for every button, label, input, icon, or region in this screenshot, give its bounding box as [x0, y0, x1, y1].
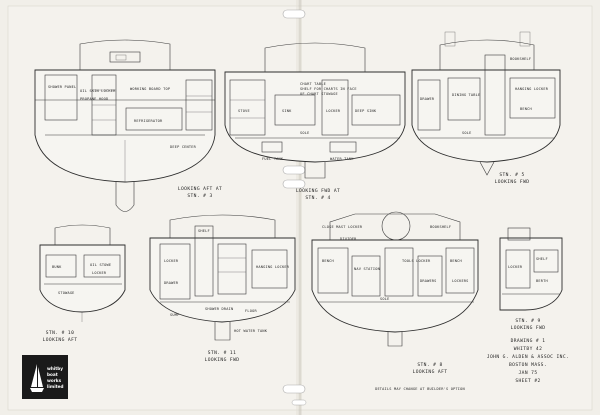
label-refrigerator: REFRIGERATOR — [134, 119, 163, 123]
label-locker-bm: LOCKER — [164, 259, 179, 263]
section-top-right: BOOKSHELF HANGING LOCKER DRAWER DINING T… — [411, 31, 561, 185]
title-date: JAN 75 — [519, 370, 538, 376]
label-hanging-locker: HANGING LOCKER — [515, 87, 549, 91]
label-shower-drain: SHOWER DRAIN — [205, 307, 233, 311]
label-close-mast-locker: CLOSE MAST LOCKER — [322, 225, 363, 229]
title-model: WHITBY 42 — [514, 346, 543, 352]
label-chart-table: CHART TABLE — [300, 82, 326, 86]
label-bunk: BUNK — [52, 265, 62, 269]
label-tools-locker: TOOLS LOCKER — [402, 259, 431, 263]
title-drawing-number: DRAWING # 1 — [511, 338, 546, 344]
logo-line-2: boat — [47, 372, 58, 377]
label-drawers: DRAWERS — [420, 279, 437, 283]
caption-far-right-2: LOOKING FWD — [511, 325, 546, 331]
title-location: BOSTON MASS. — [509, 362, 547, 368]
label-drawer: DRAWER — [420, 97, 435, 101]
label-propane-hood: PROPANE HOOD — [80, 97, 108, 101]
caption-bottom-right-1: STN. # 8 — [417, 362, 442, 368]
label-sump: SUMP — [170, 313, 179, 317]
caption-top-left-1: LOOKING AFT AT — [178, 186, 222, 192]
title-sheet: SHEET #2 — [515, 378, 540, 384]
label-lockers-br: LOCKERS — [452, 279, 469, 283]
section-far-right: SHELF LOCKER BERTH STN. # 9 LOOKING FWD — [499, 227, 563, 331]
label-bench-br-2: BENCH — [450, 259, 462, 263]
label-shelf-bm: SHELF — [198, 229, 210, 233]
label-floor: FLOOR — [245, 309, 257, 313]
section-bottom-left: OIL STOWE BUNK LOCKER STOWAGE STN. # 10 … — [39, 224, 126, 343]
label-hanging-locker-bm: HANGING LOCKER — [256, 265, 290, 269]
label-shelf-fr: SHELF — [536, 257, 548, 261]
logo-line-4: limited — [47, 384, 64, 389]
label-oil-skin-locker: OIL SKIN LOCKER — [80, 89, 116, 93]
section-bottom-mid: SHELF LOCKER HANGING LOCKER DRAWER SHOWE… — [149, 214, 296, 363]
caption-top-right-1: STN. # 5 — [499, 172, 524, 178]
caption-bottom-right-2: LOOKING AFT — [413, 369, 448, 375]
label-berth-fr: BERTH — [536, 279, 548, 283]
caption-bottom-mid-1: STN. # 11 — [208, 350, 237, 356]
label-sole: SOLE — [300, 131, 309, 135]
label-drawer-bm: DRAWER — [164, 281, 179, 285]
sailboat-icon — [30, 364, 44, 392]
label-oil-stowe: OIL STOWE — [90, 263, 111, 267]
caption-far-right-1: STN. # 9 — [515, 318, 540, 324]
footnote-details: DETAILS MAY CHANGE AT BUILDER'S OPTION — [375, 387, 465, 391]
label-bookshelf-br: BOOKSHELF — [430, 225, 451, 229]
label-water-tank: WATER TANK — [330, 157, 354, 161]
label-chart-stowage: OF CHART STOWAGE — [300, 92, 338, 96]
section-top-mid: CHART TABLE SHELF FOR CHARTS IN FACE OF … — [224, 42, 406, 201]
section-top-left: SHOWER PANEL OIL SKIN LOCKER PROPANE HOO… — [34, 39, 222, 212]
label-stove: STOVE — [238, 109, 250, 113]
label-stowage: STOWAGE — [58, 291, 75, 295]
label-sink: SINK — [282, 109, 292, 113]
caption-bottom-left-2: LOOKING AFT — [43, 337, 78, 343]
section-bottom-right: CLOSE MAST LOCKER DIVIDER BOOKSHELF BENC… — [311, 211, 479, 391]
caption-top-mid-2: STN. # 4 — [305, 195, 330, 201]
label-dining-table: DINING TABLE — [452, 93, 480, 97]
label-sole-right: SOLE — [462, 131, 471, 135]
label-locker-fr: LOCKER — [508, 265, 523, 269]
caption-top-mid-1: LOOKING FWD AT — [296, 188, 340, 194]
caption-top-right-2: LOOKING FWD — [495, 179, 530, 185]
whitby-logo: whitby boat works limited — [22, 355, 68, 399]
label-nav-station: NAV STATION — [354, 267, 380, 271]
label-fuel-tank: FUEL TANK — [262, 157, 284, 161]
caption-bottom-left-1: STN. # 10 — [46, 330, 75, 336]
label-deep-sink: DEEP SINK — [355, 109, 377, 113]
binder-holes — [282, 9, 307, 406]
label-locker-bl: LOCKER — [92, 271, 107, 275]
label-divider: DIVIDER — [340, 237, 357, 241]
label-shower-panel: SHOWER PANEL — [48, 85, 76, 89]
label-sole-br: SOLE — [380, 297, 389, 301]
caption-bottom-mid-2: LOOKING FWD — [205, 357, 240, 363]
title-designer: JOHN G. ALDEN & ASSOC INC. — [487, 354, 569, 360]
label-deep-center: DEEP CENTER — [170, 145, 197, 149]
label-hot-water-tank: HOT WATER TANK — [234, 329, 268, 333]
label-bookshelf: BOOKSHELF — [510, 57, 531, 61]
label-shelf-charts: SHELF FOR CHARTS IN FACE — [300, 87, 357, 91]
label-locker: LOCKER — [326, 109, 341, 113]
caption-top-left-2: STN. # 3 — [187, 193, 212, 199]
logo-line-3: works — [47, 378, 62, 383]
label-bench: BENCH — [520, 107, 532, 111]
label-bench-br: BENCH — [322, 259, 334, 263]
label-working-board-top: WORKING BOARD TOP — [130, 87, 170, 91]
logo-line-1: whitby — [47, 366, 63, 371]
title-block: DRAWING # 1 WHITBY 42 JOHN G. ALDEN & AS… — [487, 338, 569, 384]
